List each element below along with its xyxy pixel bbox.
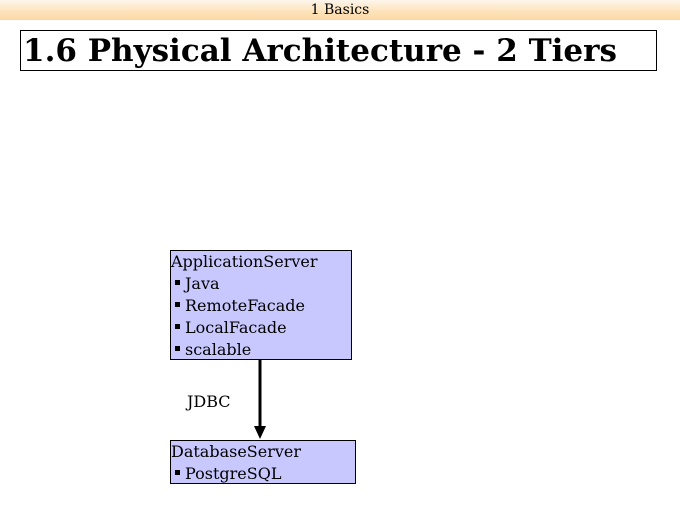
bullet-icon: [175, 324, 180, 329]
application-server-item-label: RemoteFacade: [185, 296, 305, 315]
application-server-title: ApplicationServer: [171, 252, 318, 271]
application-server-item-label: Java: [185, 274, 220, 293]
application-server-item-label: LocalFacade: [185, 318, 287, 337]
database-server-node: DatabaseServer PostgreSQL: [170, 440, 356, 484]
database-server-title: DatabaseServer: [171, 442, 302, 461]
database-server-item: PostgreSQL: [171, 463, 355, 485]
application-server-item: Java: [171, 273, 351, 295]
application-server-item: RemoteFacade: [171, 295, 351, 317]
application-server-node: ApplicationServer Java RemoteFacade Loca…: [170, 250, 352, 360]
database-server-items: PostgreSQL: [171, 463, 355, 485]
bullet-icon: [175, 346, 180, 351]
application-server-item-label: scalable: [185, 340, 252, 359]
section-header: 1 Basics: [0, 0, 680, 20]
bullet-icon: [175, 302, 180, 307]
bullet-icon: [175, 280, 180, 285]
application-server-item: LocalFacade: [171, 317, 351, 339]
slide-title: 1.6 Physical Architecture - 2 Tiers: [23, 33, 617, 69]
application-server-items: Java RemoteFacade LocalFacade scalable: [171, 273, 351, 361]
jdbc-edge-label: JDBC: [187, 392, 231, 411]
jdbc-arrowhead: [254, 426, 266, 439]
bullet-icon: [175, 470, 180, 475]
slide-title-box: 1.6 Physical Architecture - 2 Tiers: [20, 30, 657, 71]
application-server-item: scalable: [171, 339, 351, 361]
section-title: 1 Basics: [310, 2, 370, 18]
database-server-item-label: PostgreSQL: [185, 464, 282, 483]
